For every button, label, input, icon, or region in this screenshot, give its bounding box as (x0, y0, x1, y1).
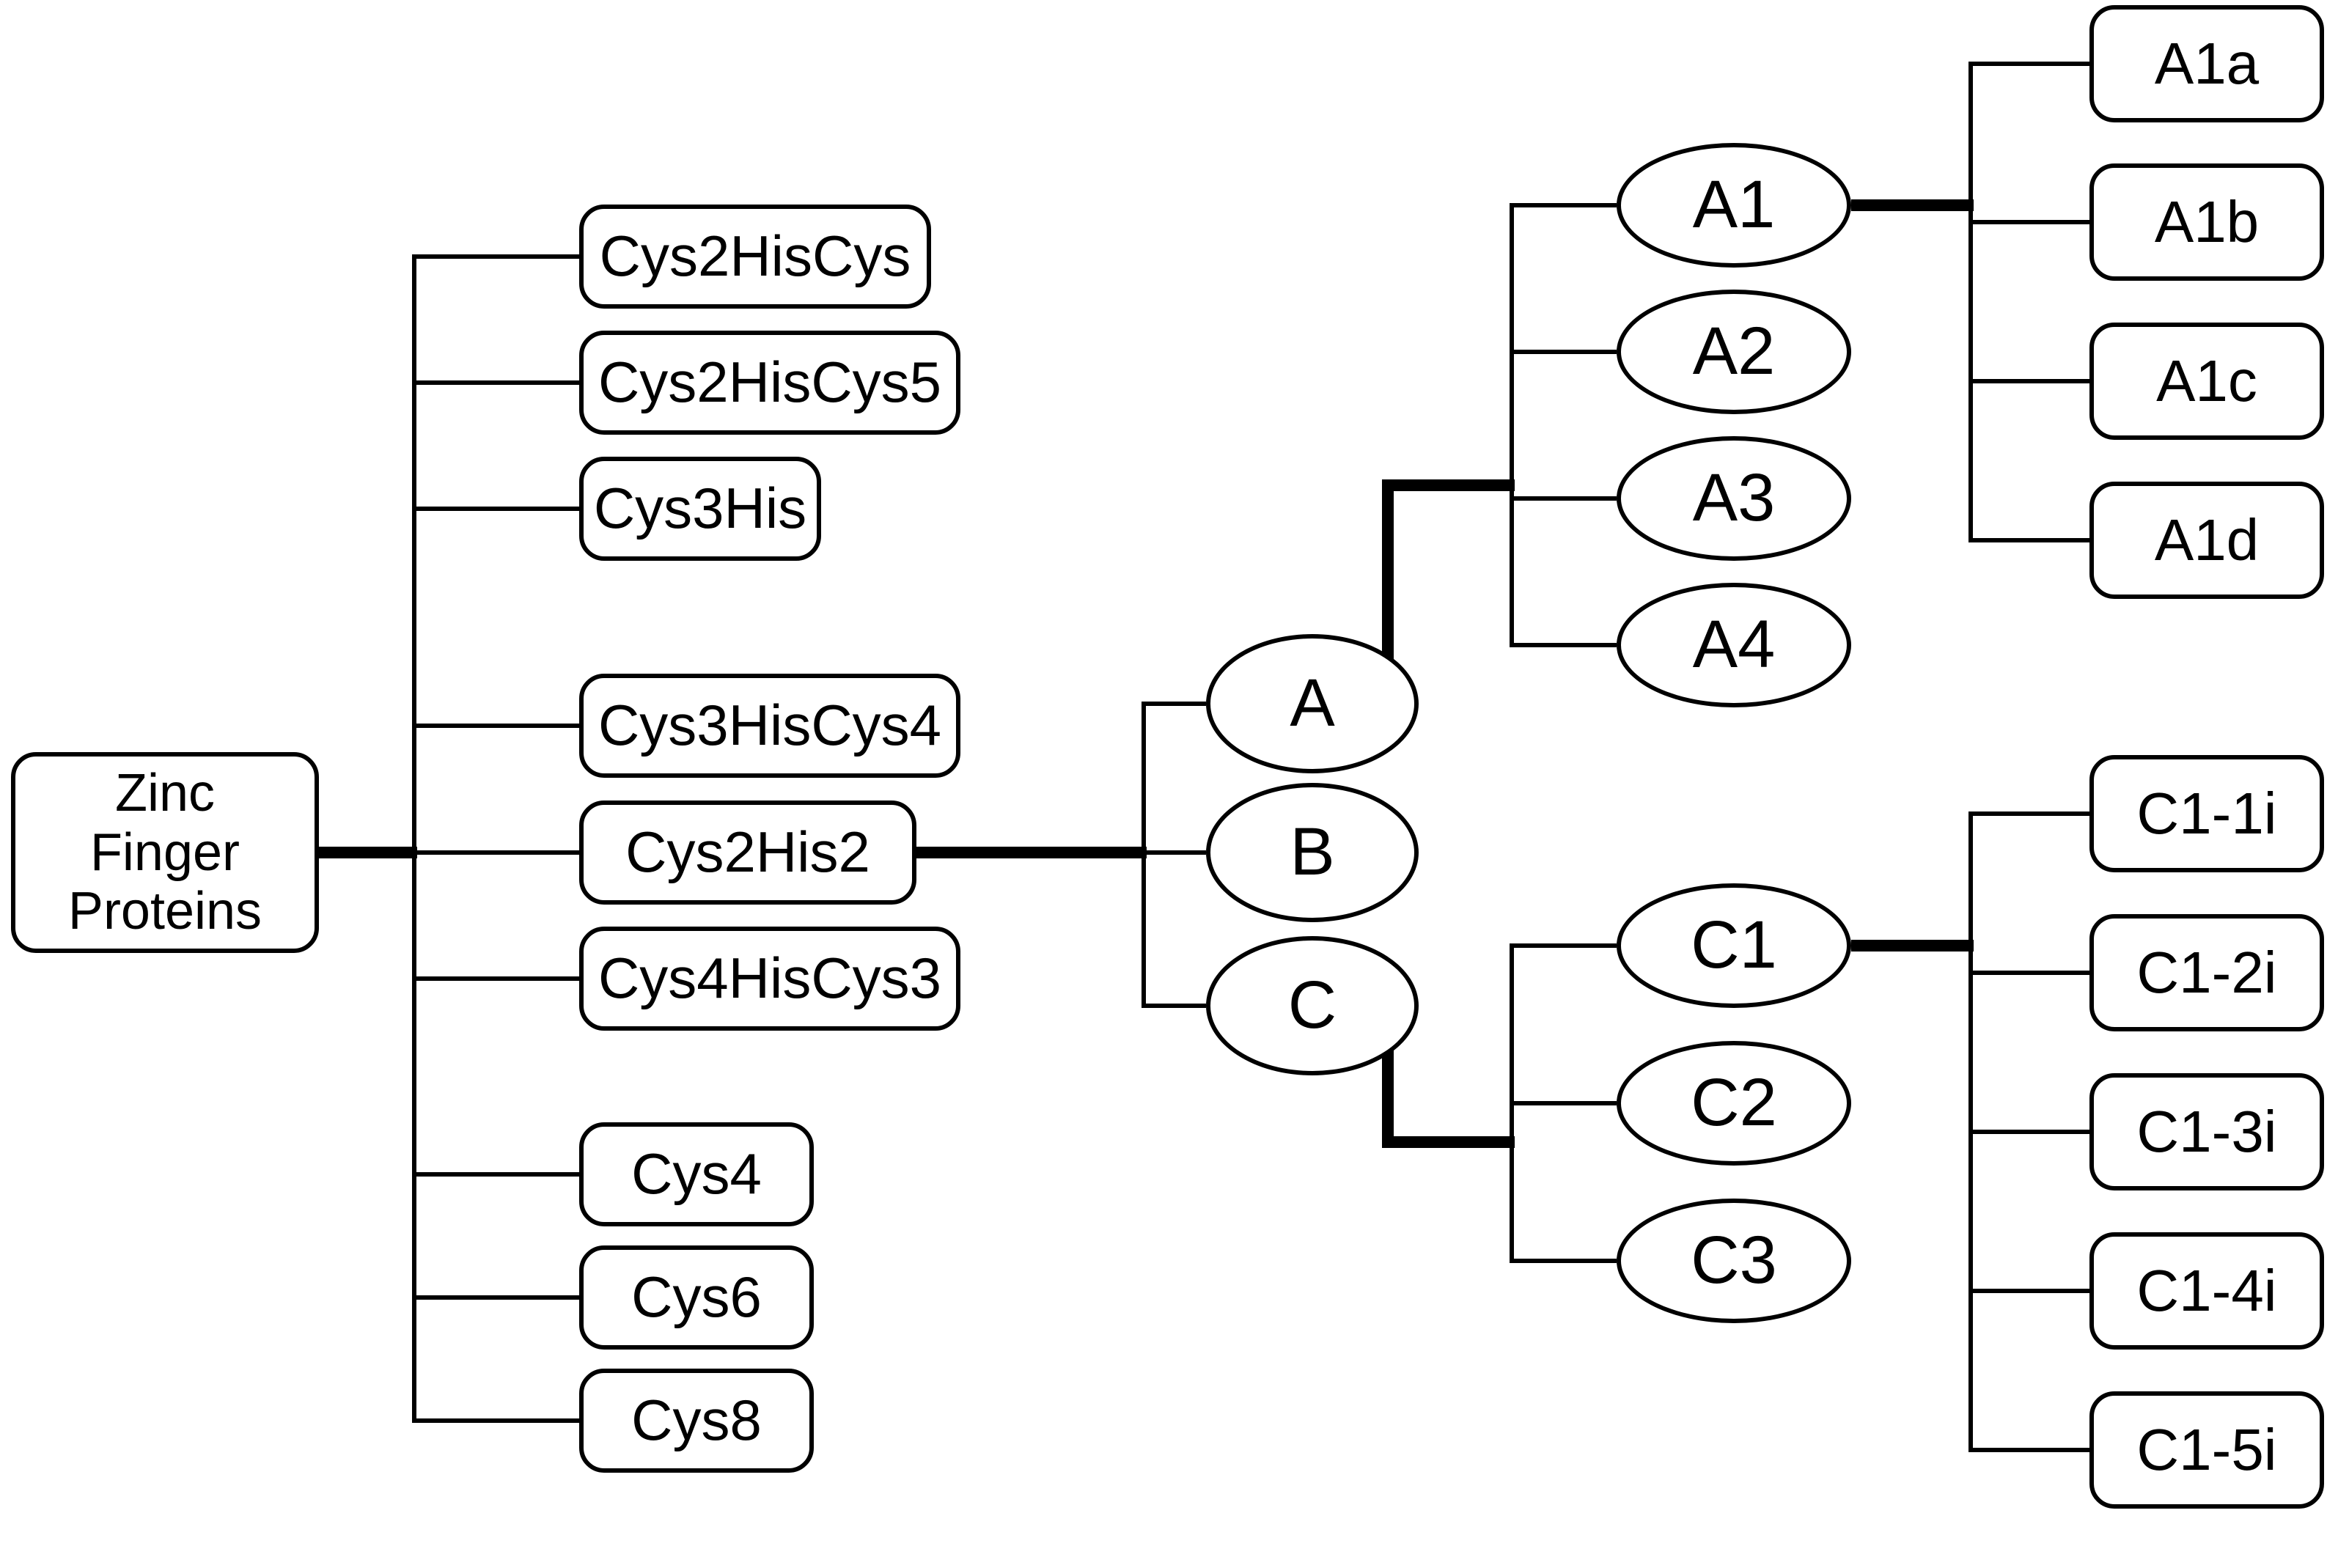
node-cys3his: Cys3His (579, 457, 821, 561)
node-c1-5i: C1-5i (2089, 1391, 2324, 1509)
node-c1-3i: C1-3i (2089, 1073, 2324, 1190)
connector-class-a-to-subclasses (1382, 479, 1515, 663)
node-c3: C3 (1617, 1199, 1851, 1323)
node-class-a: A (1206, 634, 1419, 773)
node-zinc-finger-proteins: Zinc Finger Proteins (11, 752, 319, 953)
node-class-c: C (1206, 936, 1419, 1075)
node-a2: A2 (1617, 290, 1851, 414)
node-a1: A1 (1617, 143, 1851, 268)
node-a1a: A1a (2089, 5, 2324, 122)
node-a3: A3 (1617, 436, 1851, 561)
node-a1d: A1d (2089, 482, 2324, 599)
node-cys8: Cys8 (579, 1369, 814, 1473)
node-cys4: Cys4 (579, 1122, 814, 1226)
node-a1b: A1b (2089, 163, 2324, 281)
node-a1c: A1c (2089, 323, 2324, 440)
node-c1-4i: C1-4i (2089, 1232, 2324, 1350)
node-cys6: Cys6 (579, 1245, 814, 1350)
node-cys2his2: Cys2His2 (579, 800, 916, 905)
connector-class-c-to-subclasses (1382, 1048, 1515, 1148)
node-cys4hiscys3: Cys4HisCys3 (579, 927, 960, 1031)
node-c1-2i: C1-2i (2089, 914, 2324, 1031)
node-c2: C2 (1617, 1041, 1851, 1166)
node-cys3hiscys4: Cys3HisCys4 (579, 674, 960, 778)
node-c1-1i: C1-1i (2089, 755, 2324, 872)
node-class-b: B (1206, 783, 1419, 922)
node-c1: C1 (1617, 883, 1851, 1008)
node-cys2hiscys5: Cys2HisCys5 (579, 331, 960, 435)
node-a4: A4 (1617, 583, 1851, 707)
node-cys2hiscys: Cys2HisCys (579, 205, 931, 309)
